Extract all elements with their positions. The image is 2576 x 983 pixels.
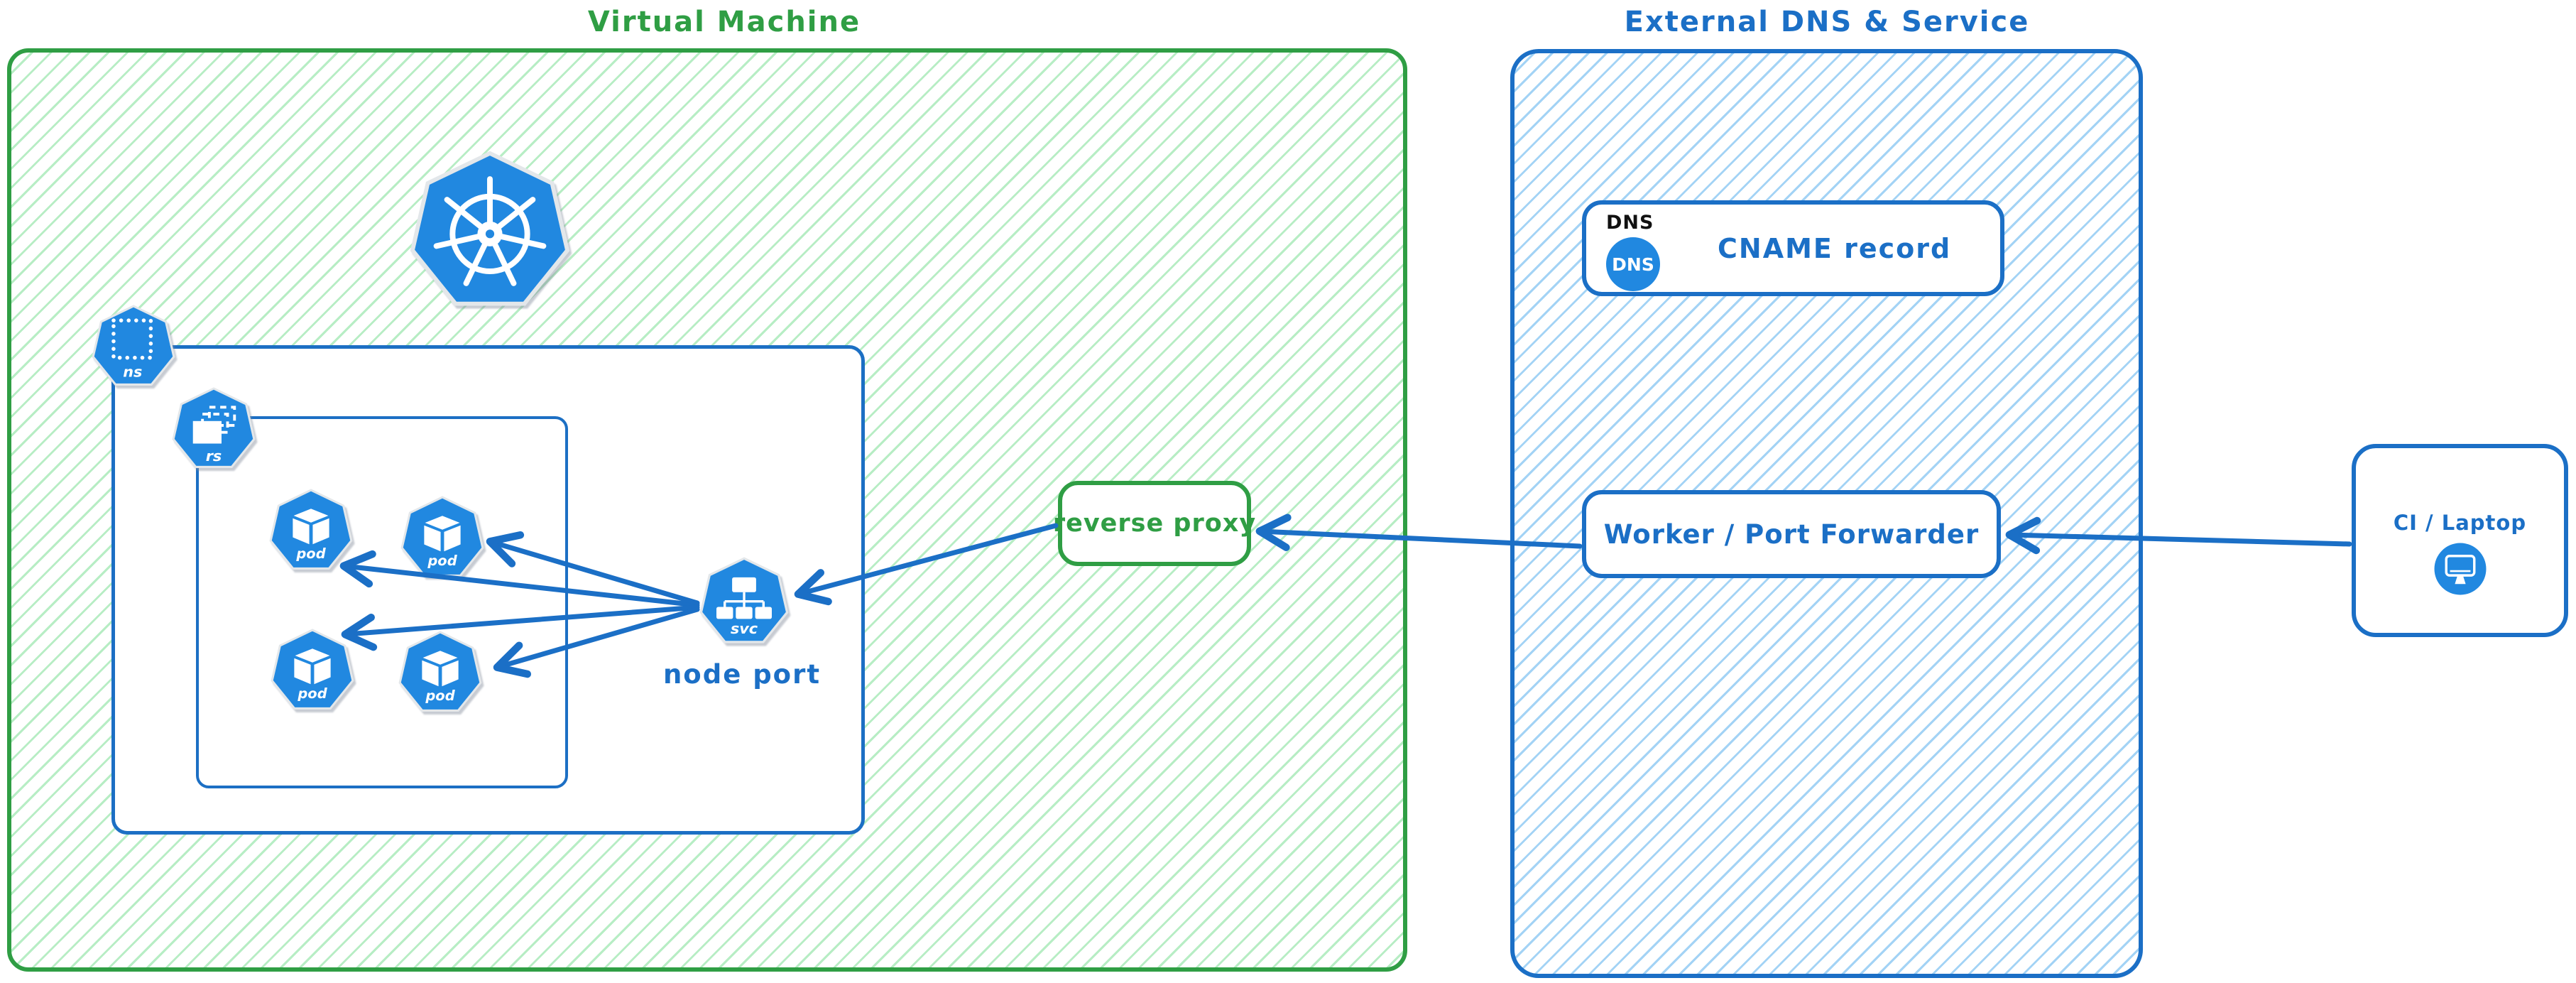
- svg-text:ns: ns: [123, 363, 142, 380]
- ci-laptop-box: CI / Laptop: [2352, 444, 2568, 637]
- svg-text:pod: pod: [425, 688, 455, 704]
- pod-icon: pod: [271, 629, 354, 710]
- worker-port-forwarder-label: Worker / Port Forwarder: [1603, 518, 1980, 550]
- dns-badge-icon: DNS: [1606, 237, 1660, 291]
- svg-text:pod: pod: [295, 545, 326, 562]
- external-dns-title: External DNS & Service: [1624, 6, 2030, 38]
- cname-record-label: CNAME record: [1718, 232, 1952, 264]
- worker-port-forwarder-box: Worker / Port Forwarder: [1582, 490, 2001, 578]
- cname-record-card: DNS DNS CNAME record: [1582, 200, 2004, 296]
- node-port-label: node port: [662, 659, 822, 690]
- reverse-proxy-label: reverse proxy: [1052, 509, 1257, 538]
- ci-laptop-label: CI / Laptop: [2393, 511, 2527, 535]
- replicaset-icon: rs: [172, 387, 256, 468]
- pod-icon: pod: [398, 631, 482, 712]
- svg-text:pod: pod: [297, 685, 327, 702]
- pod-icon: pod: [269, 489, 353, 570]
- svg-text:rs: rs: [206, 447, 222, 465]
- service-icon: svc: [699, 557, 789, 643]
- monitor-icon: [2434, 543, 2486, 595]
- virtual-machine-title: Virtual Machine: [587, 6, 861, 38]
- svg-text:pod: pod: [427, 553, 457, 569]
- pod-icon: pod: [400, 496, 484, 577]
- reverse-proxy-box: reverse proxy: [1053, 481, 1255, 566]
- svg-text:svc: svc: [731, 620, 758, 637]
- dns-badge-label: DNS: [1612, 254, 1654, 275]
- kubernetes-icon: [407, 149, 573, 315]
- namespace-icon: ns: [92, 305, 175, 386]
- dns-heading: DNS: [1606, 212, 1654, 234]
